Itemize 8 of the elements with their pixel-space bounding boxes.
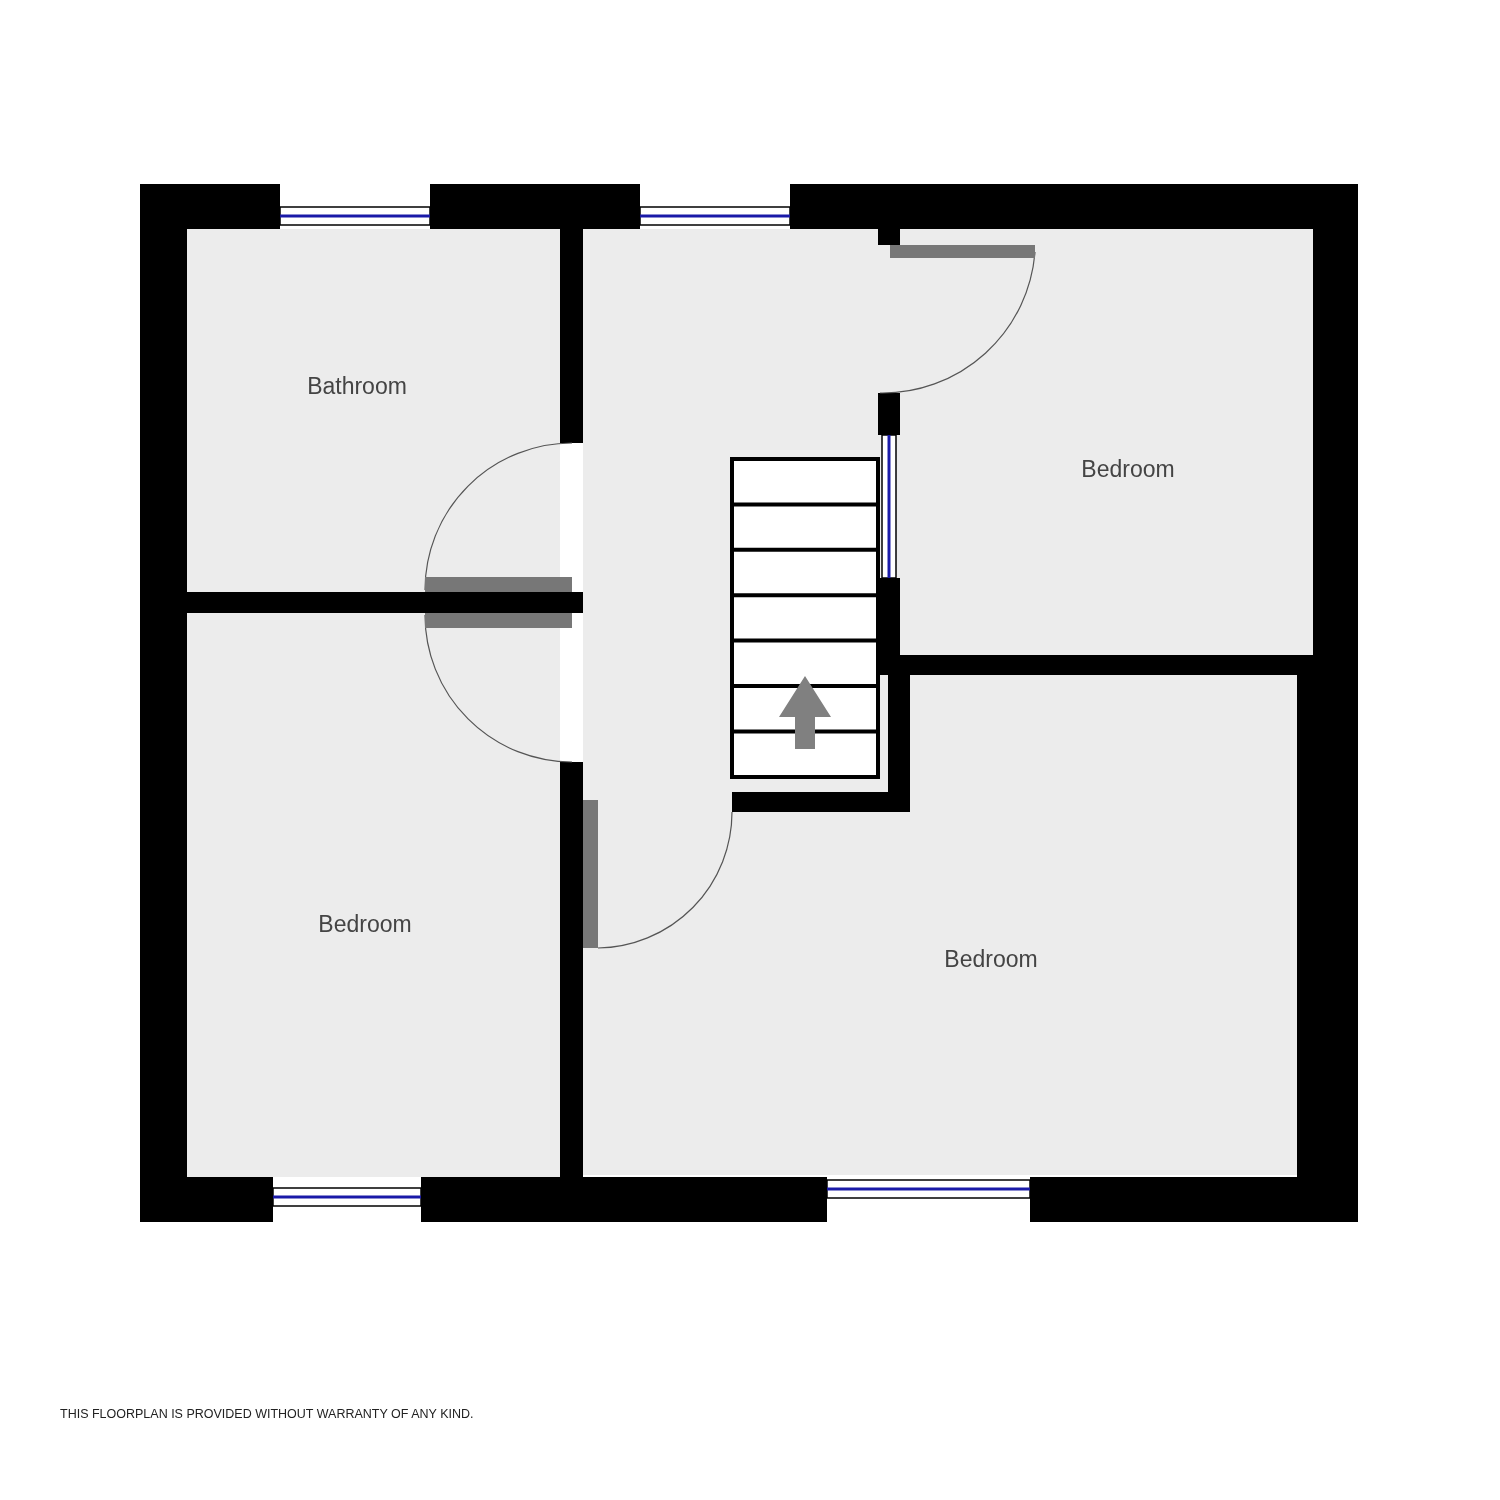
room-label: Bathroom: [307, 372, 407, 400]
room-label: Bedroom: [944, 945, 1038, 973]
room-area: [187, 229, 560, 592]
room-area: [187, 613, 560, 1177]
room-label: Bedroom: [318, 910, 412, 938]
room-area: [900, 229, 1313, 655]
room-label: Bedroom: [1081, 455, 1175, 483]
disclaimer-note: THIS FLOORPLAN IS PROVIDED WITHOUT WARRANTY OF ANY KIND.: [60, 1406, 475, 1422]
